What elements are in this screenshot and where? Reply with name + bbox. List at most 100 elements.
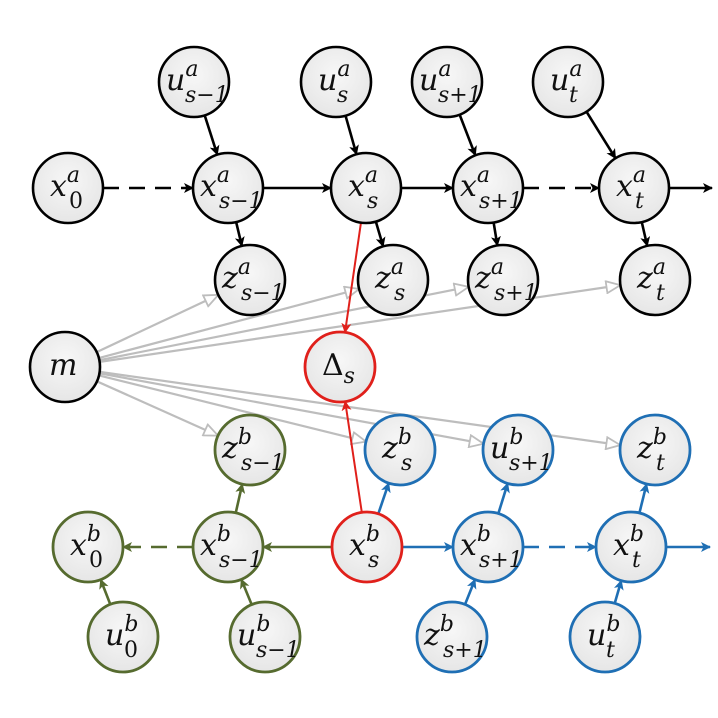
node-circle: [329, 151, 403, 225]
label-base: x: [613, 528, 630, 563]
label-base: x: [200, 528, 217, 563]
label-base: u: [419, 63, 438, 98]
label-superscript: a: [67, 163, 80, 188]
label-base: m: [49, 348, 77, 383]
label-subscript: s+1: [509, 451, 553, 476]
node-circle: [363, 413, 437, 487]
label-superscript: a: [491, 255, 504, 280]
label-superscript: a: [569, 57, 582, 82]
label-superscript: a: [438, 57, 451, 82]
label-base: x: [460, 528, 477, 563]
label-superscript: b: [217, 522, 231, 547]
label-base: u: [318, 63, 337, 98]
label-base: x: [460, 169, 477, 204]
edge-x-b-t-to-z-b-t: [638, 483, 650, 514]
node-circle: [157, 45, 231, 119]
label-base: u: [490, 431, 509, 466]
label-subscript: s+1: [443, 638, 487, 663]
edge-x-b-s-to-delta-s: [341, 400, 363, 513]
label-subscript: s+1: [479, 548, 523, 573]
node-circle: [466, 243, 540, 317]
label-superscript: a: [185, 57, 198, 82]
label-superscript: b: [256, 612, 270, 637]
label-subscript: s: [337, 83, 348, 108]
label-subscript: 0: [124, 638, 138, 663]
label-base: z: [636, 431, 653, 466]
node-circle: [410, 45, 484, 119]
label-superscript: a: [365, 163, 378, 188]
node-circle: [51, 510, 125, 584]
label-base: u: [105, 618, 124, 653]
label-base: u: [550, 63, 569, 98]
edge-x-a-sm1-to-z-a-sm1: [234, 221, 245, 247]
edge-m-to-z-a-s: [98, 289, 359, 360]
label-base: x: [50, 169, 67, 204]
label-subscript: s+1: [494, 281, 538, 306]
label-superscript: b: [238, 425, 252, 450]
label-superscript: b: [398, 425, 412, 450]
label-base: Δ: [322, 348, 344, 383]
label-subscript: 0: [89, 548, 103, 573]
node-circle: [213, 413, 287, 487]
label-subscript: t: [632, 548, 641, 573]
edge-m-to-z-a-sm1: [96, 293, 219, 354]
label-superscript: b: [606, 612, 620, 637]
edge-u-a-sm1-to-x-a-sm1: [203, 114, 220, 156]
node-circle: [415, 600, 489, 674]
node-circle: [86, 600, 160, 674]
edge-x-b-sm1-to-z-b-sm1: [234, 483, 246, 514]
label-subscript: t: [656, 281, 665, 306]
label-base: x: [349, 528, 366, 563]
label-base: x: [616, 169, 633, 204]
node-circle: [451, 151, 525, 225]
label-superscript: b: [440, 612, 454, 637]
label-superscript: a: [238, 255, 251, 280]
label-subscript: s−1: [256, 638, 300, 663]
edge-z-b-sp1-to-x-b-sp1: [463, 578, 477, 605]
label-superscript: a: [217, 163, 230, 188]
node-circle: [299, 45, 373, 119]
label-subscript: t: [635, 189, 644, 214]
node-circle: [191, 151, 265, 225]
label-subscript: s−1: [219, 548, 263, 573]
label-subscript: s: [367, 189, 378, 214]
node-circle: [28, 330, 102, 404]
label-subscript: s−1: [241, 281, 285, 306]
